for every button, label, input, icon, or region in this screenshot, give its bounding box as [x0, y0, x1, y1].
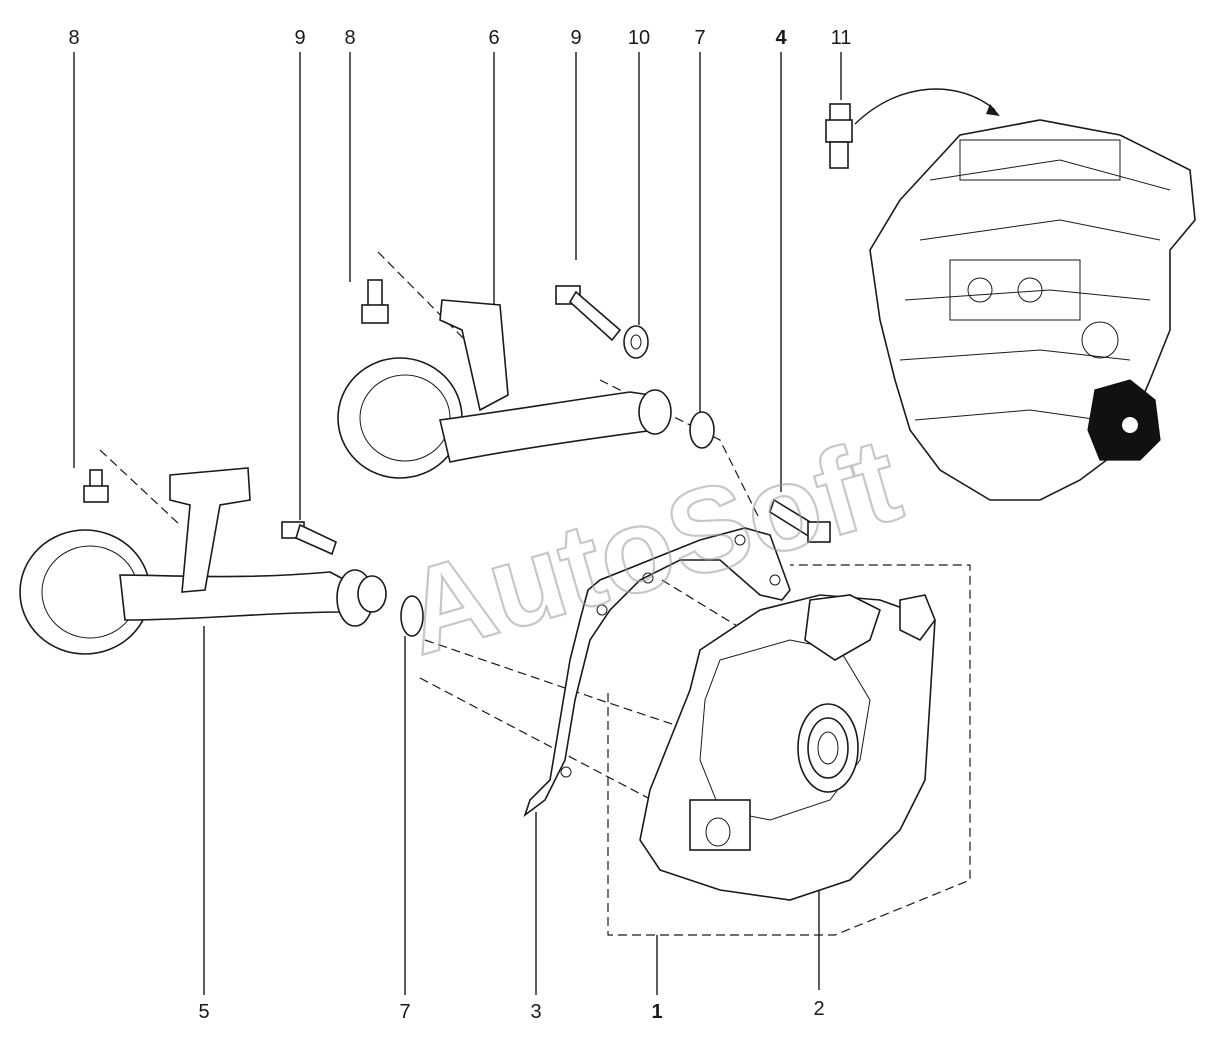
- callout-7b: 7: [399, 1001, 410, 1023]
- callout-numbers: 8 9 8 6 9 10 7 4 11 5 7 3 1 2: [68, 27, 851, 1023]
- callout-6: 6: [488, 27, 499, 49]
- callout-1: 1: [651, 1001, 662, 1023]
- callout-3: 3: [530, 1001, 541, 1023]
- bolt-9-upper: [555, 285, 622, 342]
- bolt-8-left: [83, 469, 109, 503]
- bolt-8-upper: [361, 279, 389, 324]
- gasket-3: [523, 527, 791, 818]
- callout-2: 2: [813, 998, 824, 1020]
- callout-8a: 8: [68, 27, 79, 49]
- callout-10: 10: [628, 27, 650, 49]
- bolt-9-left: [281, 521, 337, 556]
- oil-pickup-strainer-5: [19, 467, 424, 655]
- oil-seal-2: [797, 703, 859, 793]
- callout-4: 4: [775, 27, 787, 49]
- washer-10: [623, 325, 649, 359]
- callout-11: 11: [831, 27, 852, 49]
- engine-illustration: [869, 119, 1196, 501]
- oil-pump-body-1: [639, 594, 936, 901]
- callout-5: 5: [198, 1001, 209, 1023]
- callout-9b: 9: [570, 27, 581, 49]
- bolts: [83, 88, 1000, 556]
- callout-7a: 7: [694, 27, 705, 49]
- callout-9a: 9: [294, 27, 305, 49]
- oil-pickup-strainer-6: [337, 299, 715, 479]
- bolt-4: [769, 498, 831, 543]
- sensor-11: [825, 103, 853, 169]
- callout-8b: 8: [344, 27, 355, 49]
- sensor-arrow: [854, 88, 996, 125]
